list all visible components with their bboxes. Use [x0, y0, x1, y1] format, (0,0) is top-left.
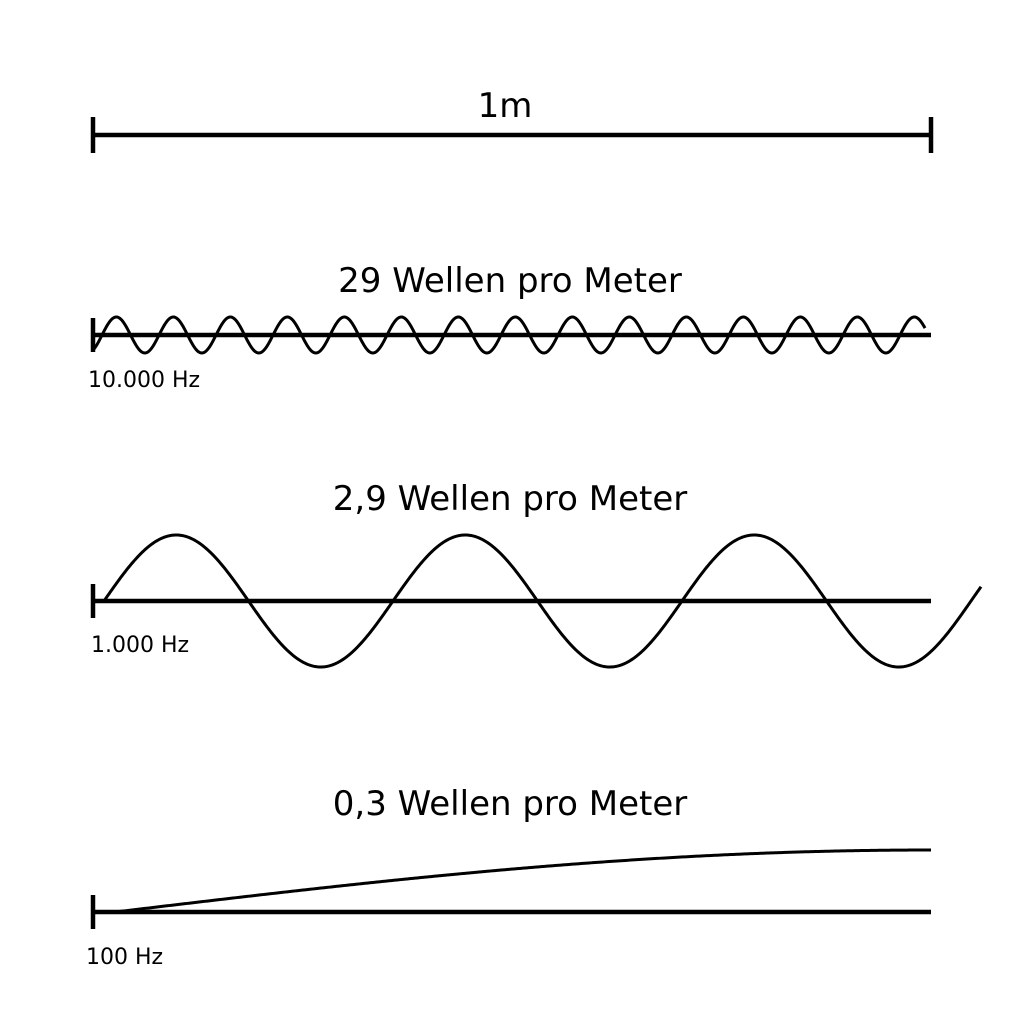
- scale-bar: 1m: [90, 86, 934, 153]
- scale-bar-label: 1m: [478, 86, 533, 126]
- wave-curve-low: [114, 848, 931, 914]
- panel-title-low: 0,3 Wellen pro Meter: [333, 784, 688, 824]
- frequency-label-high: 10.000 Hz: [88, 368, 200, 393]
- frequency-label-low: 100 Hz: [86, 945, 163, 970]
- wave-panel-high: 29 Wellen pro Meter 10.000 Hz: [88, 261, 931, 393]
- wave-panel-low: 0,3 Wellen pro Meter 100 Hz: [86, 784, 931, 970]
- frequency-label-mid: 1.000 Hz: [91, 633, 189, 658]
- wave-panel-mid: 2,9 Wellen pro Meter 1.000 Hz: [90, 479, 983, 669]
- wave-curve-high: [91, 315, 927, 355]
- panel-title-mid: 2,9 Wellen pro Meter: [333, 479, 688, 519]
- wave-curve-mid: [102, 533, 983, 669]
- panel-title-high: 29 Wellen pro Meter: [338, 261, 682, 301]
